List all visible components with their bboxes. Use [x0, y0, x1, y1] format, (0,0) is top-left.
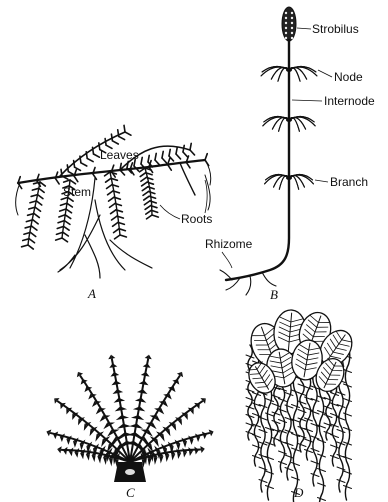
panel-label-d: D: [293, 485, 304, 500]
label-node: Node: [334, 70, 363, 84]
label-stem: Stem: [63, 185, 91, 199]
label-leaves: Leaves: [100, 148, 139, 162]
panel-b-drawing: [220, 7, 317, 295]
panel-c-drawing: [46, 355, 213, 482]
label-strobilus: Strobilus: [312, 22, 359, 36]
panel-label-a: A: [87, 286, 96, 301]
label-branch: Branch: [330, 175, 368, 189]
label-rhizome: Rhizome: [205, 237, 253, 251]
panel-d-drawing: [244, 308, 359, 502]
label-roots: Roots: [181, 212, 212, 226]
panel-label-b: B: [270, 287, 278, 302]
panel-label-c: C: [126, 485, 135, 500]
label-internode: Internode: [324, 94, 375, 108]
